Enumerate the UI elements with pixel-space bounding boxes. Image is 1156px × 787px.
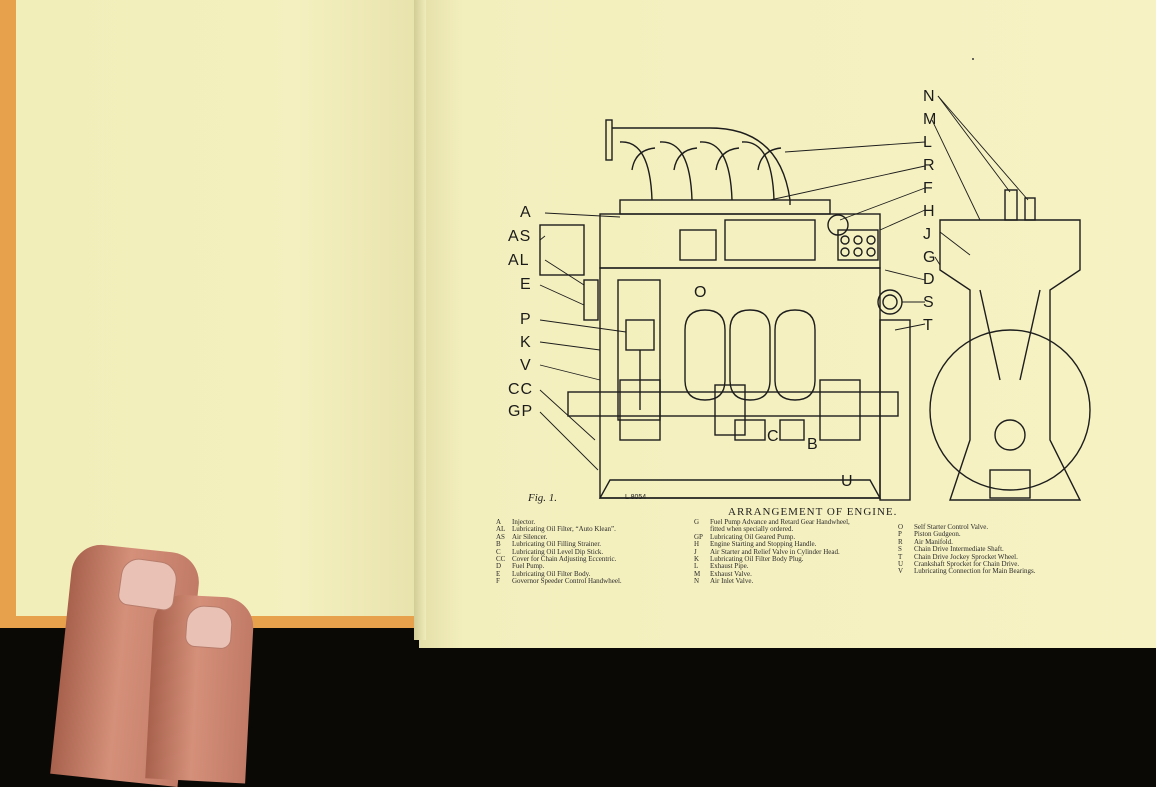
bore-2 (729, 309, 771, 401)
callout-f: F (923, 180, 934, 197)
flywheel (879, 319, 911, 501)
figure-title: ARRANGEMENT OF ENGINE. (728, 506, 898, 518)
bore-3 (774, 309, 816, 401)
dust-speck (972, 58, 974, 60)
governor-handwheel (827, 214, 849, 236)
callout-a: A (520, 204, 532, 221)
callout-r: R (923, 157, 936, 174)
callout-t: T (923, 317, 934, 334)
right-page (419, 0, 1156, 648)
legend-row: fitted when specially ordered. (710, 525, 794, 534)
oil-filter (583, 279, 599, 321)
fingernail (184, 604, 234, 650)
callout-o: O (694, 284, 708, 301)
fingernail (116, 556, 180, 612)
fuel-pump (837, 229, 879, 261)
callout-v: V (520, 357, 532, 374)
drawing-code: L 8054 (625, 494, 647, 501)
bore-1 (684, 309, 726, 401)
engine-end-view (939, 219, 1082, 501)
engine-diagram (539, 95, 1091, 501)
crankshaft (567, 391, 899, 417)
callout-j: J (923, 226, 932, 243)
callout-n: N (923, 88, 936, 105)
callout-h: H (923, 203, 936, 220)
callout-c: C (767, 428, 780, 445)
callout-u: U (841, 473, 854, 490)
left-page-blank (16, 0, 418, 616)
callout-gp: GP (508, 403, 534, 420)
callout-g: G (923, 249, 937, 266)
callout-l: L (923, 134, 933, 151)
exhaust-flange (605, 119, 613, 161)
callout-al: AL (508, 252, 530, 269)
oil-sump (598, 479, 882, 499)
air-silencer (539, 224, 585, 276)
callout-s: S (923, 294, 935, 311)
piston (625, 319, 655, 351)
callout-p: P (520, 311, 532, 328)
exhaust-pipe-top (612, 127, 791, 205)
exhaust-branches (619, 141, 775, 201)
cylinder-bore (617, 279, 661, 421)
callout-e: E (520, 276, 532, 293)
air-manifold (619, 199, 831, 215)
flywheel-end-view (929, 329, 1091, 491)
callout-m: M (923, 111, 938, 128)
pressure-gauge (877, 289, 903, 315)
book-gutter (414, 0, 426, 640)
engine-block (599, 267, 881, 499)
callout-cc: CC (508, 381, 534, 398)
callout-k: K (520, 334, 532, 351)
figure-caption: Fig. 1. (528, 492, 558, 504)
valve-gear (1004, 189, 1018, 221)
callout-b: B (807, 436, 819, 453)
callout-d: D (923, 271, 936, 288)
callout-as: AS (508, 228, 532, 245)
leader-lines (539, 95, 1029, 471)
